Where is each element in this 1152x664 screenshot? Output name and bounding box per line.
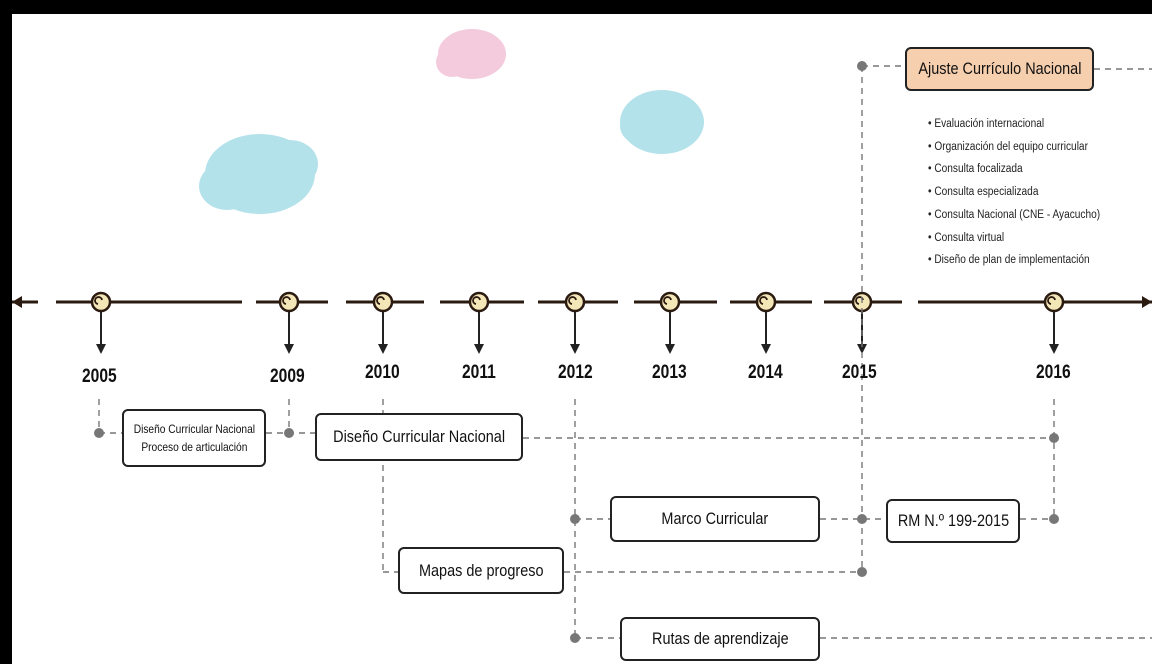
year-label-2012: 2012 [558,362,593,383]
box-dcn-2009-label: Diseño Curricular Nacional [333,427,505,446]
box-marco-label: Marco Curricular [661,509,769,528]
box-dcn-2005: Diseño Curricular Nacional Proceso de ar… [122,409,266,467]
box-ajuste-label: Ajuste Currículo Nacional [917,59,1082,78]
ajuste-item: Evaluación internacional [928,113,1100,136]
box-dcn-2005-line1: Diseño Curricular Nacional [133,422,255,436]
box-mapas-label: Mapas de progreso [418,560,544,580]
box-ajuste-curriculo: Ajuste Currículo Nacional [905,47,1094,91]
year-marker-2011 [468,291,490,354]
year-marker-2010 [372,291,394,354]
year-marker-2012 [564,291,586,354]
ajuste-item: Consulta Nacional (CNE - Ayacucho) [928,204,1100,227]
year-marker-2014 [755,291,777,354]
timeline-diagram: 2005 2009 2010 2011 2012 2013 2014 2015 … [12,14,1152,664]
year-label-2013: 2013 [652,362,687,383]
ajuste-item: Consulta especializada [928,181,1100,204]
year-label-2016: 2016 [1036,362,1071,383]
ajuste-item: Consulta virtual [928,227,1100,250]
ajuste-item: Organización del equipo curricular [928,136,1100,159]
ajuste-activities-list: Evaluación internacional Organización de… [928,113,1124,272]
year-label-2009: 2009 [270,366,305,387]
year-marker-2013 [659,291,681,354]
cloud-left [199,134,318,214]
ajuste-item: Diseño de plan de implementación [928,249,1100,272]
ajuste-item: Consulta focalizada [928,158,1100,181]
year-label-2005: 2005 [82,366,117,387]
box-dcn-2009: Diseño Curricular Nacional [315,413,523,461]
year-label-2015: 2015 [842,362,877,383]
connector-dots [94,61,1059,643]
box-marco-curricular: Marco Curricular [610,496,820,542]
year-marker-2005 [90,291,112,354]
box-rm-label: RM N.º 199-2015 [897,511,1009,530]
box-dcn-2005-line2: Proceso de articulación [140,440,248,454]
box-rm-199-2015: RM N.º 199-2015 [886,499,1020,543]
box-mapas-progreso: Mapas de progreso [398,547,564,594]
box-rutas-aprendizaje: Rutas de aprendizaje [620,617,820,661]
axis-arrow-right [1142,296,1152,308]
year-marker-2016 [1043,291,1065,354]
connectors [98,65,1152,639]
box-rutas-label: Rutas de aprendizaje [651,629,789,648]
year-label-2011: 2011 [462,362,496,383]
cloud-right [620,90,704,154]
year-label-2014: 2014 [748,362,783,383]
axis-arrow-left [12,296,22,308]
year-label-2010: 2010 [365,362,400,383]
diagram-graphics [12,29,1152,643]
year-marker-2009 [278,291,300,354]
cloud-pink [436,29,506,79]
